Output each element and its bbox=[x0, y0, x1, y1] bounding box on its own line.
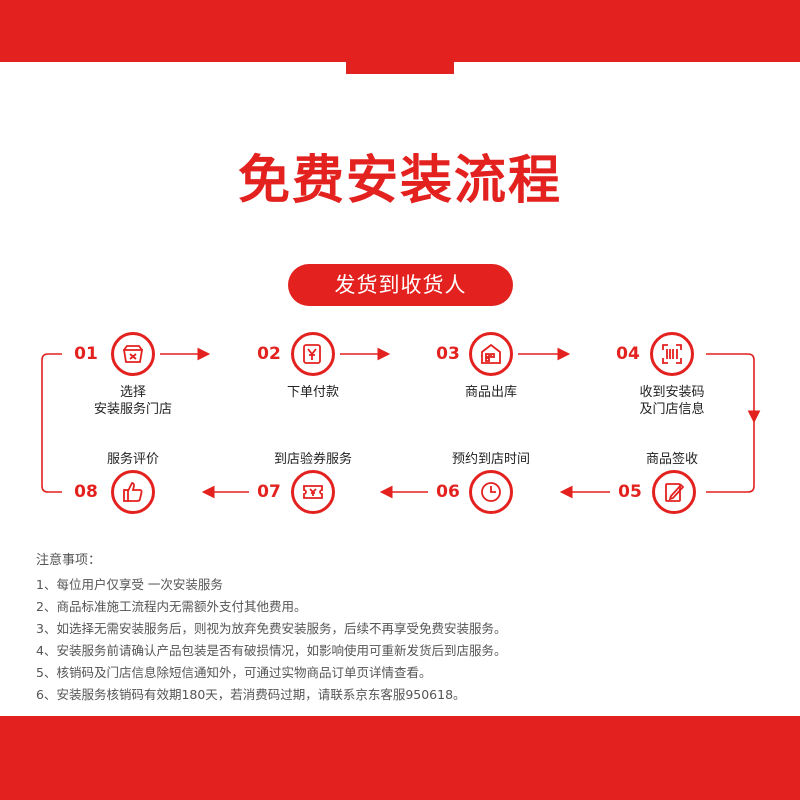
top-red-band bbox=[0, 0, 800, 62]
notes-title: 注意事项： bbox=[36, 553, 102, 568]
warehouse-icon bbox=[469, 332, 513, 376]
step-number: 05 bbox=[610, 482, 650, 502]
note-item: 2、商品标准施工流程内无需额外支付其他费用。 bbox=[36, 599, 307, 614]
step-number: 04 bbox=[608, 344, 648, 364]
bottom-red-band bbox=[0, 716, 800, 800]
subtitle-pill: 发货到收货人 bbox=[288, 264, 513, 306]
step-label: 服务评价 bbox=[106, 452, 159, 467]
step-number: 08 bbox=[66, 482, 106, 502]
notes-list: 1、每位用户仅享受 一次安装服务 2、商品标准施工流程内无需额外支付其他费用。 … bbox=[36, 574, 776, 706]
step-label: 商品签收 bbox=[645, 452, 698, 467]
top-red-tab bbox=[346, 62, 454, 74]
step-number: 03 bbox=[428, 344, 468, 364]
step-number: 01 bbox=[66, 344, 106, 364]
step-number: 07 bbox=[249, 482, 289, 502]
clock-icon bbox=[469, 470, 513, 514]
store-wrench-icon bbox=[111, 332, 155, 376]
step-label: 收到安装码 及门店信息 bbox=[639, 385, 705, 417]
notes-section: 注意事项： 1、每位用户仅享受 一次安装服务 2、商品标准施工流程内无需额外支付… bbox=[36, 550, 776, 706]
step-label: 选择 安装服务门店 bbox=[93, 385, 172, 417]
voucher-ticket-icon bbox=[291, 470, 335, 514]
step-number: 06 bbox=[428, 482, 468, 502]
sign-document-icon bbox=[652, 470, 696, 514]
note-item: 4、安装服务前请确认产品包装是否有破损情况，如影响使用可重新发货后到店服务。 bbox=[36, 643, 507, 658]
step-label: 到店验券服务 bbox=[273, 452, 352, 467]
note-item: 1、每位用户仅享受 一次安装服务 bbox=[36, 577, 223, 592]
thumbs-up-icon bbox=[111, 470, 155, 514]
qr-code-icon bbox=[650, 332, 694, 376]
note-item: 6、安装服务核销码有效期180天，若消费码过期，请联系京东客服950618。 bbox=[36, 687, 466, 702]
yen-payment-icon bbox=[291, 332, 335, 376]
step-label: 下单付款 bbox=[286, 385, 339, 400]
step-label: 商品出库 bbox=[464, 385, 517, 400]
note-item: 3、如选择无需安装服务后，则视为放弃免费安装服务，后续不再享受免费安装服务。 bbox=[36, 621, 507, 636]
step-number: 02 bbox=[249, 344, 289, 364]
note-item: 5、核销码及门店信息除短信通知外，可通过实物商品订单页详情查看。 bbox=[36, 665, 432, 680]
page-title: 免费安装流程 bbox=[237, 151, 562, 211]
step-label: 预约到店时间 bbox=[451, 452, 530, 467]
